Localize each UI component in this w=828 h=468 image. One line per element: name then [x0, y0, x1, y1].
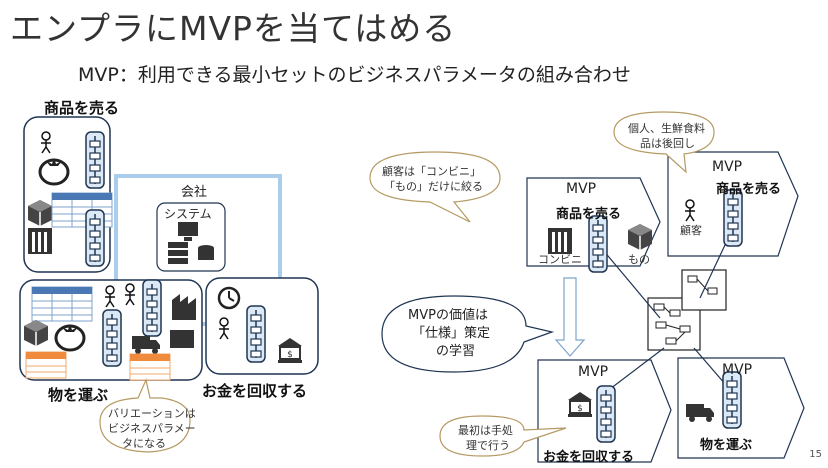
variation-callout [99, 378, 191, 453]
mvp-label-sell: MVP [566, 181, 597, 197]
mvp-ship-label: 物を運ぶ [700, 438, 753, 453]
value-callout [381, 295, 555, 373]
variation-callout-line1: バリエーションは [108, 407, 196, 420]
workflow-icon [723, 189, 743, 247]
store-label: コンビニ [538, 253, 582, 266]
individual-callout [613, 111, 715, 174]
mvp-label-collect: MVP [578, 364, 609, 380]
variation-callout-line2: ビジネスパラメー [108, 422, 196, 435]
workflow-icon [246, 305, 266, 363]
workflow-icon [102, 309, 122, 367]
individual-callout-line2: 品は後回し [640, 137, 695, 150]
spreadsheet-icon [31, 286, 93, 322]
customer-label: 顧客 [680, 224, 702, 237]
system-label: システム [164, 207, 212, 221]
factory-icon [172, 294, 196, 320]
mvp-individual-sell-label: 商品を売る [716, 182, 782, 197]
goods-label: もの [628, 253, 650, 266]
manual-callout [439, 415, 567, 457]
workflow-icon [142, 279, 162, 337]
computer-icon [178, 222, 198, 236]
page-title: エンプラにMVPを当てはめる [10, 9, 457, 48]
workflow-icon [85, 209, 105, 267]
pallet-icon [170, 330, 194, 348]
company-label: 会社 [181, 185, 208, 200]
customer-callout [369, 151, 501, 223]
customer-callout-line2: 「もの」だけに絞る [384, 180, 483, 193]
page-number: 15 [809, 449, 822, 460]
value-callout-line2: 「仕様」策定 [412, 326, 491, 341]
mvp-label-ship: MVP [722, 362, 753, 378]
manual-callout-line2: 理で行う [466, 439, 510, 452]
tomato-icon [54, 322, 86, 352]
workflow-icon [722, 371, 742, 429]
workflow-icon [588, 215, 608, 273]
workflow-icon [85, 131, 105, 189]
collect-label: お金を回収する [202, 382, 308, 400]
mvp-label-individual: MVP [712, 159, 743, 175]
mvp-sell-label: 商品を売る [556, 207, 622, 222]
down-arrow-icon [554, 277, 586, 357]
manual-callout-line1: 最初は手処 [458, 424, 513, 437]
individual-callout-line1: 個人、生鮮食料 [628, 122, 705, 135]
mvp-collect-label: お金を回収する [543, 450, 635, 465]
workflow-icon [596, 385, 616, 443]
orange-sheet-icon [25, 351, 67, 379]
page-subtitle: MVP：利用できる最小セットのビジネスパラメータの組み合わせ [78, 64, 631, 86]
tomato-icon [38, 156, 70, 186]
orange-sheet-icon [129, 353, 171, 381]
server-icon [168, 242, 188, 248]
ship-label: 物を運ぶ [48, 386, 109, 404]
value-callout-line1: MVPの価値は [408, 308, 488, 323]
sell-label: 商品を売る [44, 99, 120, 117]
building-icon [28, 228, 52, 254]
value-callout-line3: の学習 [436, 344, 476, 359]
variation-callout-line3: タになる [122, 437, 166, 450]
customer-callout-line1: 顧客は「コンビニ」 [382, 165, 481, 178]
